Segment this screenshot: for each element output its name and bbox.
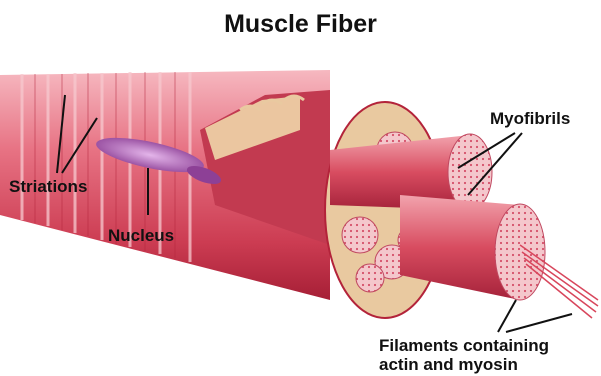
nucleus-label: Nucleus xyxy=(108,227,174,244)
filaments-label-line1: Filaments containing xyxy=(379,337,549,354)
diagram-title: Muscle Fiber xyxy=(0,10,601,39)
striations-label: Striations xyxy=(9,178,87,195)
filaments-label-line2: actin and myosin xyxy=(379,356,518,373)
myofibrils-label: Myofibrils xyxy=(490,110,570,127)
